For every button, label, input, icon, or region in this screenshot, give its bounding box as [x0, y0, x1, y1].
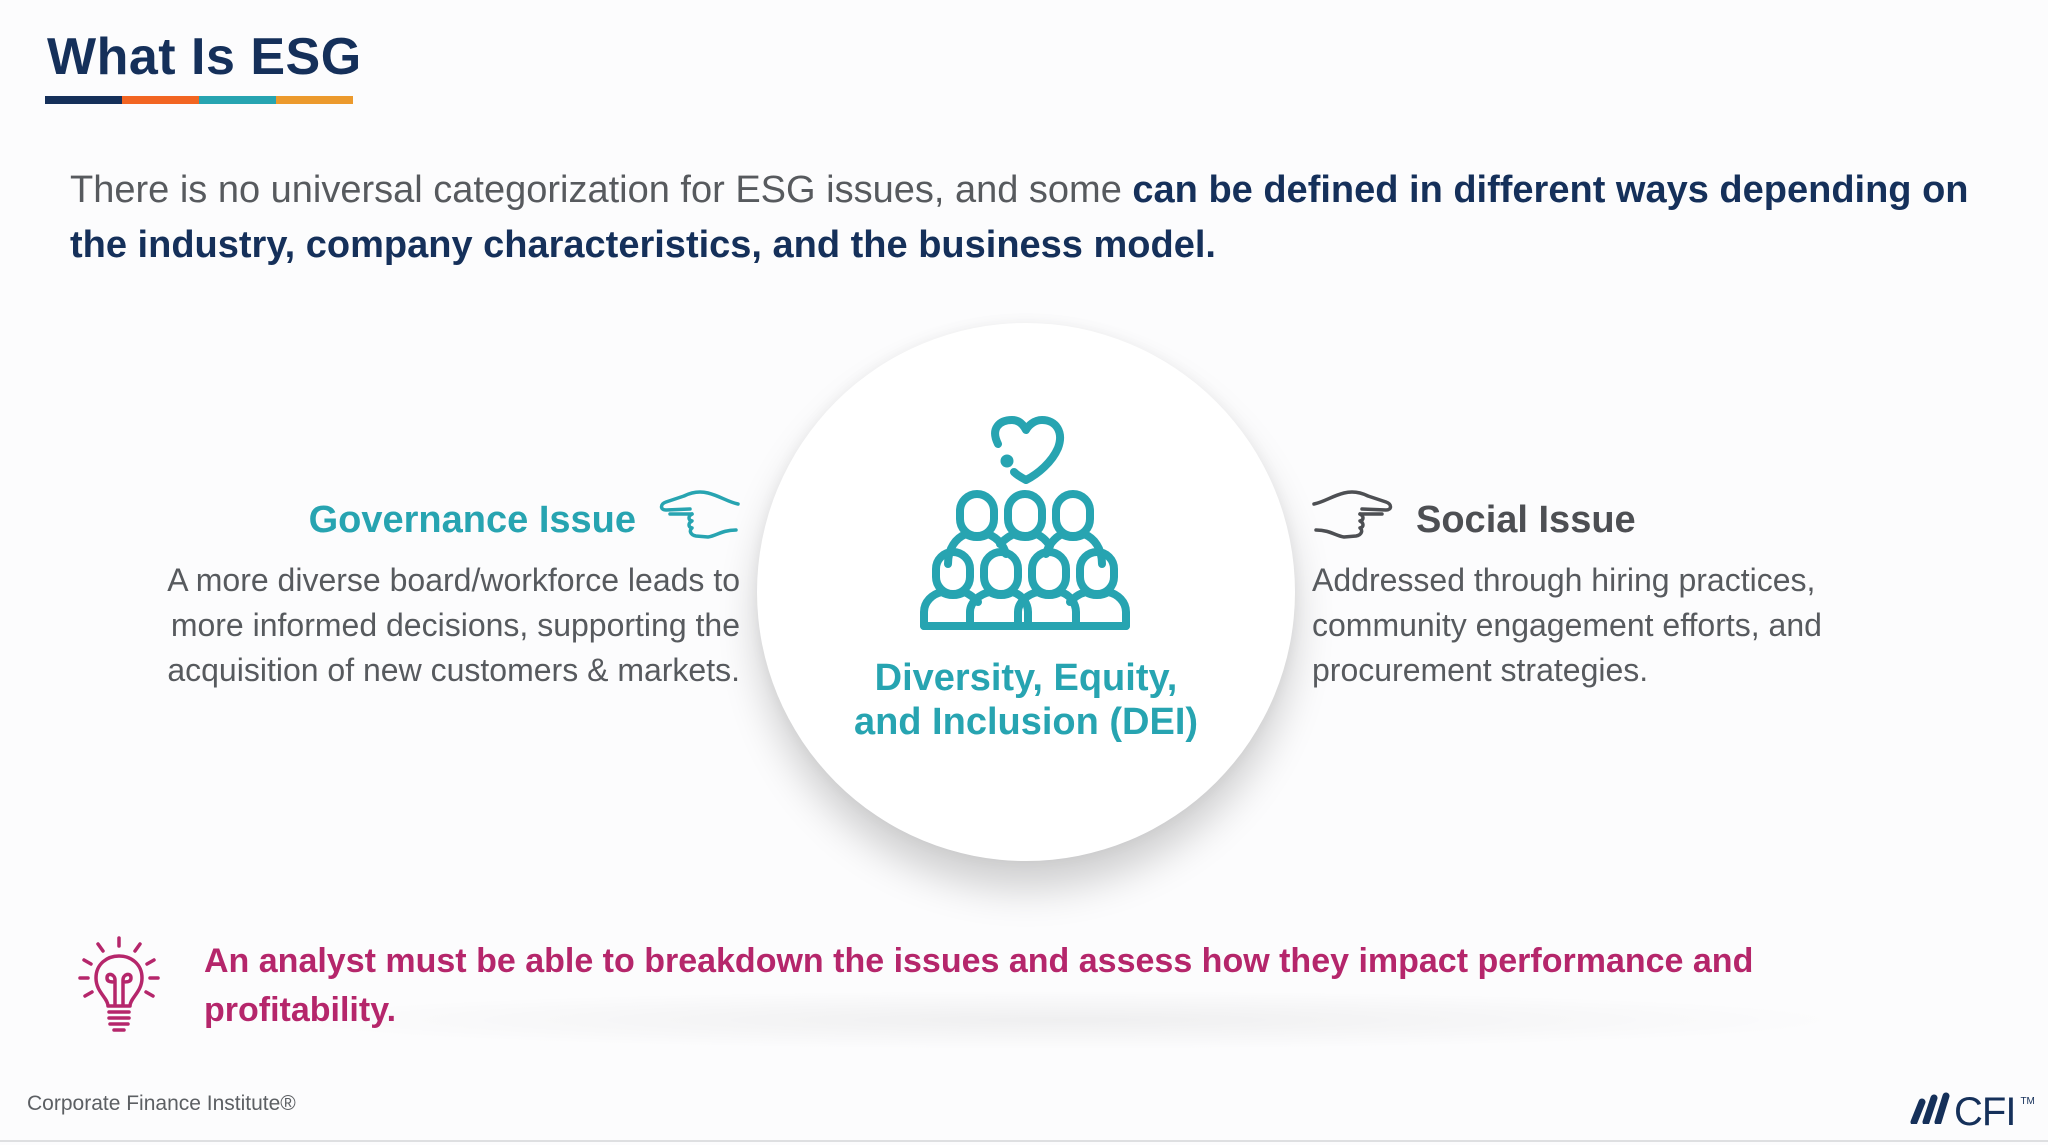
- intro-bold-text: can be defined in different ways dependi…: [70, 169, 1969, 266]
- social-line: procurement strategies.: [1312, 652, 1649, 688]
- title-underline: [45, 96, 353, 104]
- cfi-logo-trademark: TM: [2020, 1096, 2035, 1107]
- governance-issue-block: Governance Issue A more diverse board/wo…: [60, 490, 740, 693]
- underline-segment-orange: [122, 96, 199, 104]
- cfi-logo: CFI TM: [1910, 1092, 2035, 1132]
- callout-shadow: [260, 990, 1860, 1050]
- cfi-logo-text: CFI: [1954, 1090, 2016, 1134]
- hand-pointing-right-icon: [1312, 490, 1396, 550]
- governance-line: more informed decisions, supporting the: [170, 607, 740, 643]
- footer-source: Corporate Finance Institute®: [27, 1092, 296, 1115]
- underline-segment-teal: [199, 96, 276, 104]
- dei-label: Diversity, Equity, and Inclusion (DEI): [757, 656, 1295, 744]
- intro-paragraph: There is no universal categorization for…: [70, 163, 1970, 273]
- analyst-callout: An analyst must be able to breakdown the…: [204, 942, 1754, 1029]
- cfi-logo-bars-icon: [1910, 1092, 1950, 1129]
- dei-label-line2: and Inclusion (DEI): [853, 701, 1199, 743]
- hand-pointing-left-icon: [656, 490, 740, 550]
- social-line: Addressed through hiring practices,: [1312, 562, 1816, 598]
- social-line: community engagement efforts, and: [1312, 607, 1822, 643]
- social-heading: Social Issue: [1416, 498, 1636, 541]
- diversity-people-heart-icon: [918, 414, 1132, 634]
- footer-divider: [0, 1140, 2048, 1142]
- governance-heading-row: Governance Issue: [60, 490, 740, 550]
- social-description: Addressed through hiring practices, comm…: [1312, 558, 2012, 693]
- underline-segment-navy: [45, 96, 122, 104]
- dei-label-line1: Diversity, Equity,: [874, 657, 1178, 699]
- governance-description: A more diverse board/workforce leads to …: [60, 558, 740, 693]
- social-heading-row: Social Issue: [1312, 490, 2012, 550]
- intro-normal-text: There is no universal categorization for…: [70, 169, 1133, 211]
- lightbulb-icon: [76, 934, 162, 1038]
- underline-segment-gold: [276, 96, 353, 104]
- social-issue-block: Social Issue Addressed through hiring pr…: [1312, 490, 2012, 693]
- governance-line: A more diverse board/workforce leads to: [167, 562, 740, 598]
- governance-heading: Governance Issue: [308, 498, 636, 541]
- governance-line: acquisition of new customers & markets.: [167, 652, 740, 688]
- slide-title: What Is ESG: [47, 28, 362, 86]
- dei-circle: [757, 323, 1295, 861]
